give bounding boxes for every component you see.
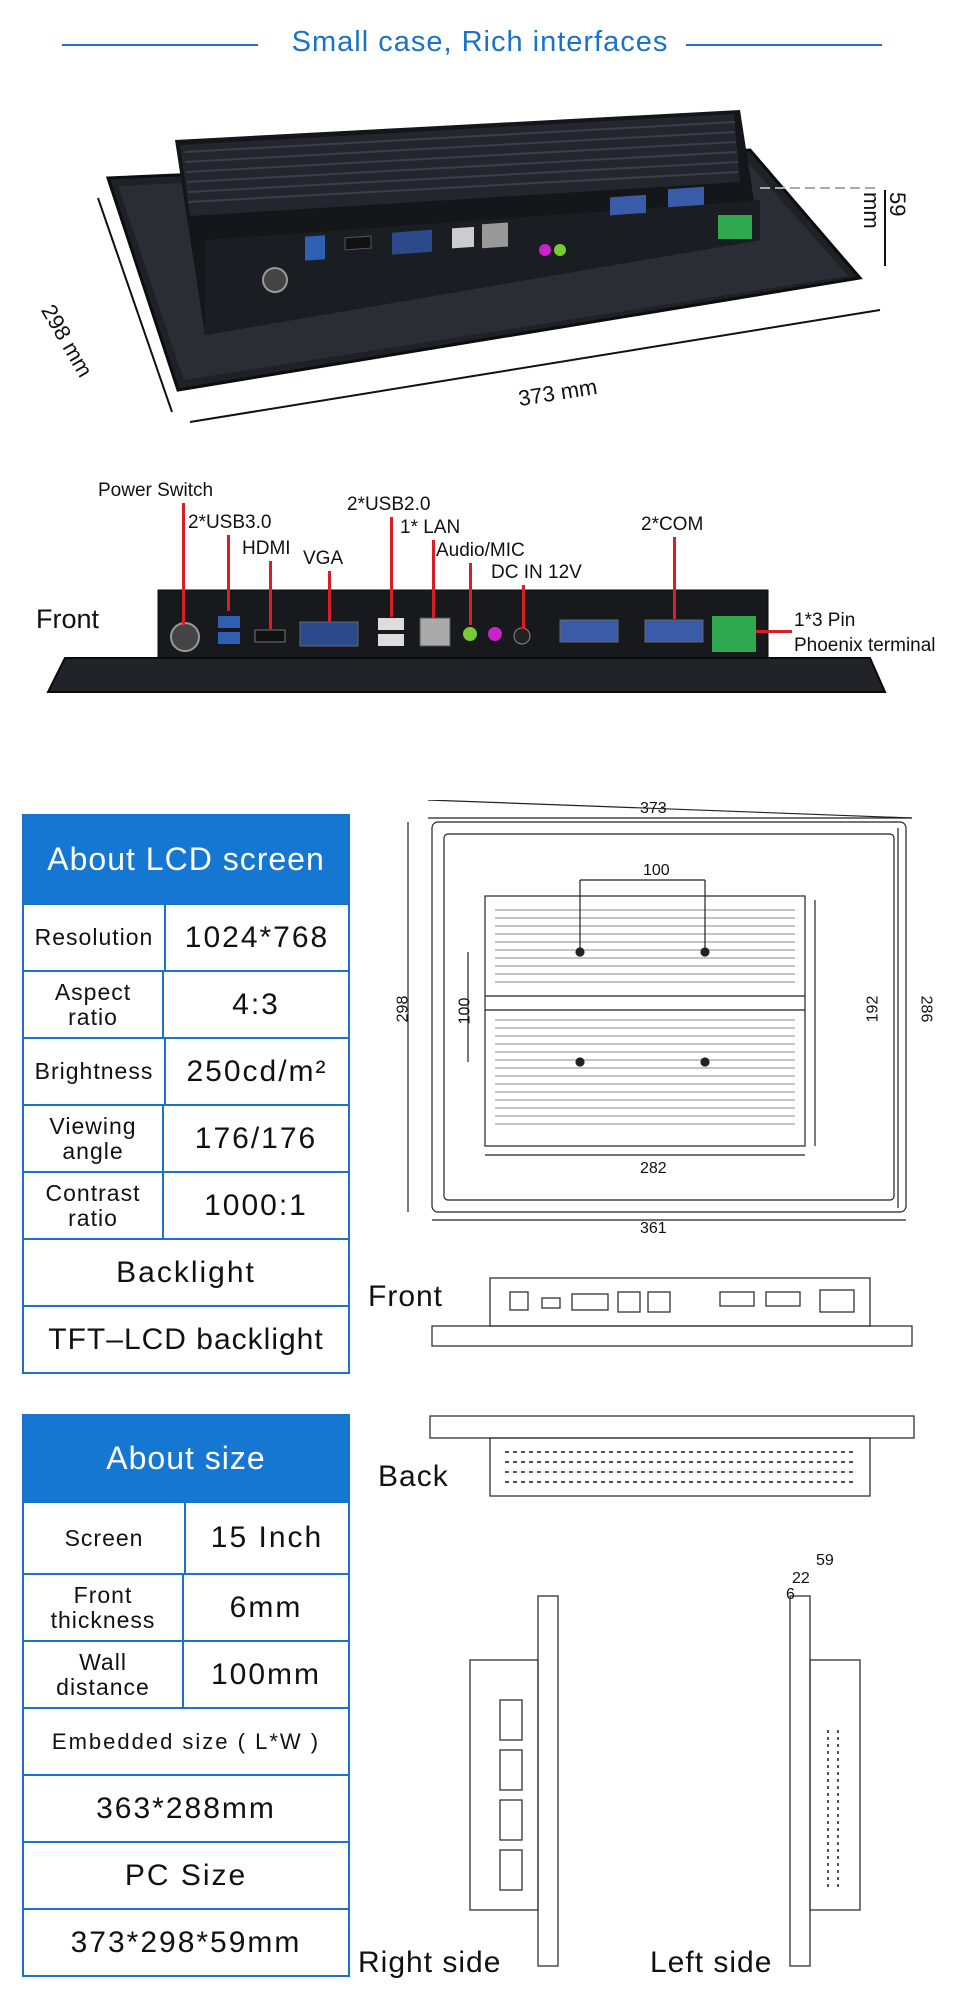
backlight-value: TFT–LCD backlight [48, 1322, 324, 1356]
callout-vga: VGA [303, 548, 344, 569]
page-title: Small case, Rich interfaces [291, 26, 669, 58]
height-label: 59 mm [859, 192, 910, 229]
callout-usb2: 2*USB2.0 [347, 494, 431, 515]
row-value: 15 Inch [210, 1521, 324, 1554]
lcd-table-title: About LCD screen [24, 816, 348, 903]
table-row: Wall distance 100mm [24, 1640, 348, 1707]
dim-298: 298 [394, 995, 412, 1023]
back-view-caption: Back [378, 1460, 449, 1493]
header-rule-right [686, 44, 882, 46]
drawing-back-view [429, 1415, 915, 1497]
row-value: 6mm [229, 1590, 303, 1624]
pc-value: 373*298*59mm [70, 1925, 302, 1959]
row-value: 100mm [210, 1657, 322, 1691]
drawing-main-view [407, 800, 913, 1221]
row-label: Contrast ratio [24, 1173, 164, 1238]
row-label: Aspect ratio [24, 972, 164, 1037]
row-label: Front thickness [24, 1575, 184, 1640]
pointer-usb3 [227, 535, 230, 611]
callout-dc: DC IN 12V [491, 562, 582, 583]
dim-373: 373 [640, 800, 667, 817]
embedded-header: Embedded size ( L*W ) [51, 1728, 321, 1754]
table-row: Resolution 1024*768 [24, 903, 348, 970]
pointer-power [182, 503, 185, 626]
table-row: PC Size [24, 1841, 348, 1908]
dim-282: 282 [640, 1160, 667, 1177]
callout-com: 2*COM [641, 514, 704, 535]
table-row: TFT–LCD backlight [24, 1305, 348, 1372]
table-row: Screen 15 Inch [24, 1501, 348, 1573]
drawing-right-side-view [469, 1595, 559, 1967]
dim-286: 286 [917, 995, 935, 1023]
row-value: 4:3 [232, 987, 280, 1021]
row-value: 1000:1 [204, 1188, 308, 1222]
pc-header: PC Size [124, 1858, 248, 1892]
pointer-dc [522, 585, 525, 629]
row-value: 1024*768 [184, 920, 330, 954]
pointer-com [673, 537, 676, 619]
dim-6: 6 [786, 1586, 795, 1603]
callout-usb3: 2*USB3.0 [188, 512, 272, 533]
dim-22: 22 [792, 1570, 810, 1587]
drawing-front-view [431, 1277, 913, 1347]
callout-phoenix: Phoenix terminal [794, 635, 936, 656]
table-row: Embedded size ( L*W ) [24, 1707, 348, 1774]
left-side-caption: Left side [650, 1946, 773, 1979]
row-label: Viewing angle [24, 1106, 164, 1171]
product-photo-iso [97, 110, 886, 423]
table-row: Front thickness 6mm [24, 1573, 348, 1640]
front-view-caption: Front [368, 1280, 444, 1313]
size-spec-table: About size Screen 15 Inch Front thicknes… [22, 1414, 350, 1977]
pointer-pin [756, 630, 792, 633]
pointer-hdmi [269, 561, 272, 629]
dim-59: 59 [816, 1552, 834, 1569]
row-label: Brightness [24, 1039, 166, 1104]
callout-audio: Audio/MIC [436, 540, 525, 561]
row-value: 250cd/m² [186, 1054, 328, 1088]
front-label: Front [36, 604, 100, 634]
callout-power-switch: Power Switch [98, 480, 214, 501]
callout-hdmi: HDMI [242, 538, 291, 559]
table-row: 363*288mm [24, 1774, 348, 1841]
pointer-audio [469, 563, 472, 625]
callout-pin: 1*3 Pin [794, 610, 856, 631]
header-rule-left [62, 44, 258, 46]
size-table-title: About size [24, 1416, 348, 1501]
table-row: Viewing angle 176/176 [24, 1104, 348, 1171]
row-label: Screen [24, 1503, 186, 1573]
drawing-left-side-view [789, 1595, 861, 1967]
row-label: Wall distance [24, 1642, 184, 1707]
table-row: Contrast ratio 1000:1 [24, 1171, 348, 1238]
pointer-vga [328, 571, 331, 622]
pointer-usb2 [390, 517, 393, 617]
front-port-photo [46, 589, 887, 693]
lcd-spec-table: About LCD screen Resolution 1024*768 Asp… [22, 814, 350, 1374]
backlight-header: Backlight [116, 1255, 256, 1289]
callout-lan: 1* LAN [400, 517, 461, 538]
dim-100-horizontal: 100 [643, 862, 670, 879]
table-row: Aspect ratio 4:3 [24, 970, 348, 1037]
pointer-lan [432, 540, 435, 618]
right-side-caption: Right side [358, 1946, 502, 1979]
table-row: Backlight [24, 1238, 348, 1305]
row-label: Resolution [24, 905, 166, 970]
dim-192: 192 [864, 995, 882, 1023]
table-row: Brightness 250cd/m² [24, 1037, 348, 1104]
dim-361: 361 [640, 1220, 667, 1237]
dim-100-vertical: 100 [456, 997, 474, 1025]
embedded-value: 363*288mm [96, 1791, 276, 1825]
table-row: 373*298*59mm [24, 1908, 348, 1975]
row-value: 176/176 [194, 1121, 318, 1155]
